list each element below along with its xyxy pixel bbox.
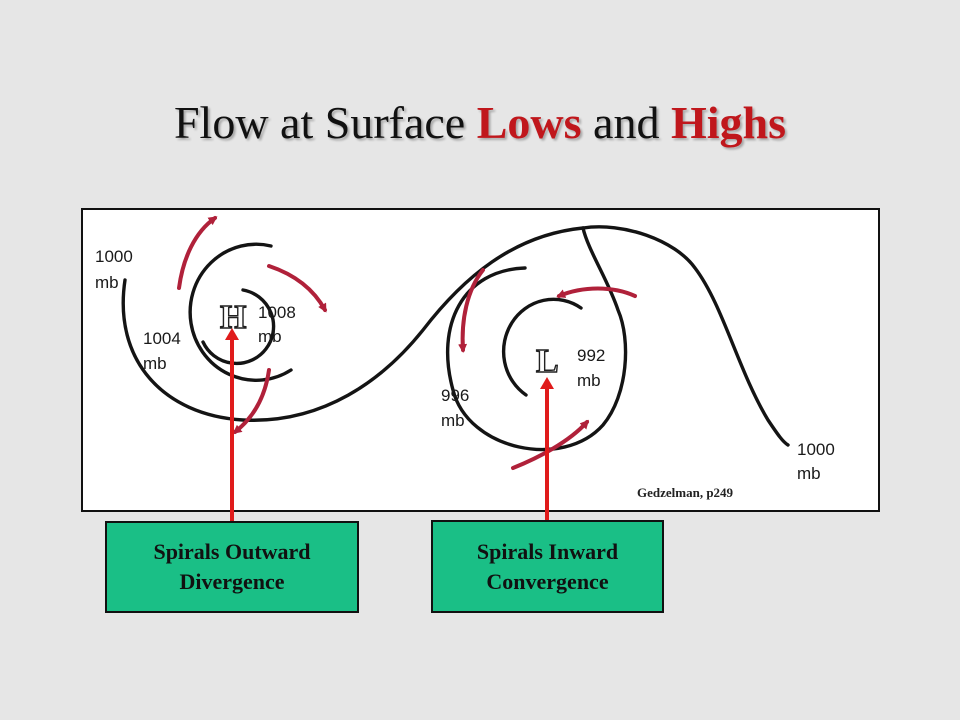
- high-pointer-line: [230, 335, 234, 522]
- low-flow-arrow-3: [511, 419, 590, 470]
- title-highs: Highs: [670, 97, 787, 148]
- high-flow-arrow-1: [177, 216, 218, 290]
- low-flow-arrow-2: [458, 268, 485, 353]
- low-callout-box: Spirals Inward Convergence: [431, 520, 664, 613]
- low-label-unit-1: mb: [577, 371, 601, 390]
- title-part-2: and: [581, 97, 671, 148]
- low-label-unit-2: mb: [441, 411, 465, 430]
- title-part-1: Flow at Surface: [173, 97, 477, 148]
- low-outer-isobar: [445, 226, 628, 452]
- low-flow-arrow-1: [556, 286, 637, 298]
- high-callout-box: Spirals Outward Divergence: [105, 521, 359, 613]
- high-label-value-3: 1000: [95, 247, 133, 266]
- high-callout-line-1: Spirals Outward: [153, 539, 311, 564]
- low-label-value-3: 1000: [797, 440, 835, 459]
- low-callout-line-2: Convergence: [486, 568, 609, 594]
- high-flow-arrow-2: [267, 264, 327, 313]
- slide-title: Flow at Surface Lows and Highs: [0, 96, 960, 149]
- high-pointer-arrowhead: [225, 328, 239, 340]
- low-pointer-line: [545, 384, 549, 522]
- high-callout-line-2: Divergence: [179, 569, 285, 594]
- high-middle-isobar: [188, 242, 293, 382]
- pressure-diagram: H L 1008 mb 1004 mb 1000 mb 992 mb 996 m…: [81, 208, 880, 512]
- title-lows: Lows: [476, 97, 582, 148]
- low-label-value-2: 996: [441, 386, 469, 405]
- high-label-unit-3: mb: [95, 273, 119, 292]
- low-trailing-isobar: [581, 225, 790, 447]
- low-label-value-1: 992: [577, 346, 605, 365]
- high-label-unit-2: mb: [143, 354, 167, 373]
- high-label-unit-1: mb: [258, 327, 282, 346]
- high-label-value-2: 1004: [143, 329, 181, 348]
- high-flow-arrow-3: [232, 368, 271, 434]
- high-label-value-1: 1008: [258, 303, 296, 322]
- low-label-unit-3: mb: [797, 464, 821, 483]
- low-center-letter: L: [536, 343, 559, 380]
- isobar-figure: H L 1008 mb 1004 mb 1000 mb 992 mb 996 m…: [95, 216, 835, 500]
- figure-credit: Gedzelman, p249: [637, 485, 734, 500]
- low-pointer-arrowhead: [540, 377, 554, 389]
- high-outer-isobar: [121, 226, 585, 422]
- low-callout-line-1: Spirals Inward: [476, 538, 619, 564]
- low-inner-isobar: [501, 297, 583, 397]
- high-inner-isobar: [201, 288, 276, 366]
